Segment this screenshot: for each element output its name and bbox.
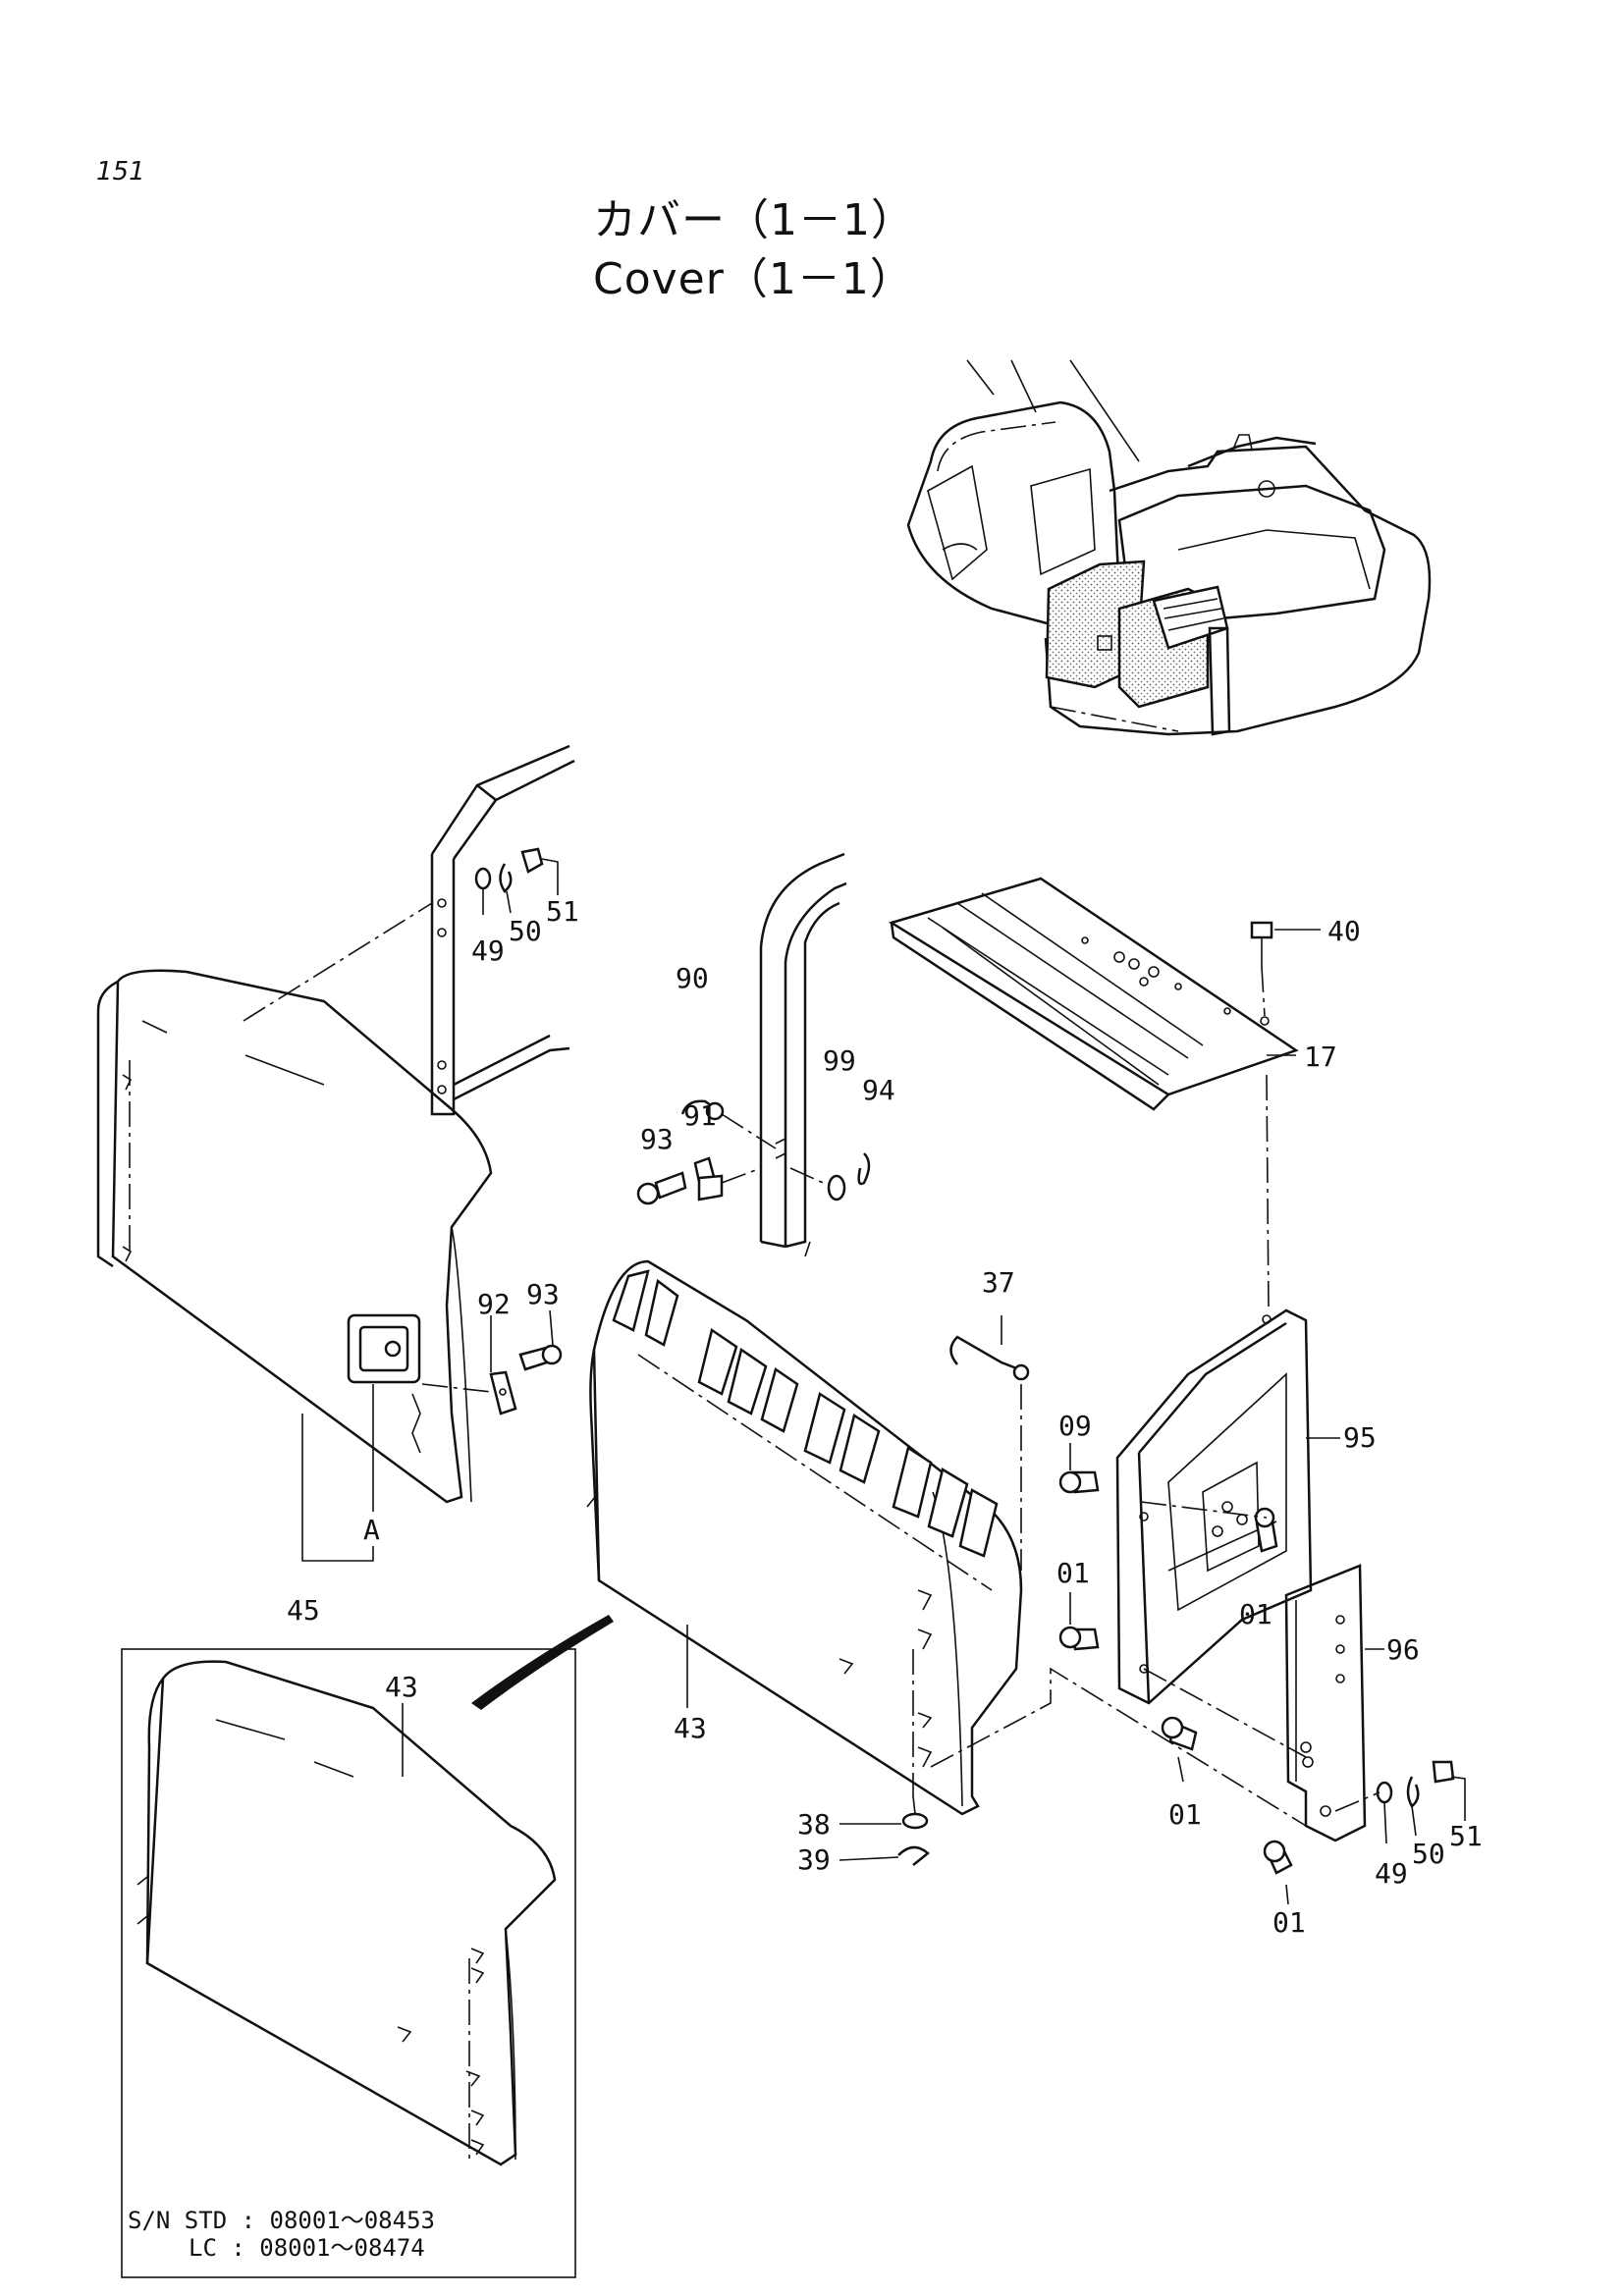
excavator-overview-illustration [906,359,1432,736]
callout-90: 90 [676,962,709,994]
callout-51-upper: 51 [546,895,579,928]
callout-95: 95 [1343,1421,1377,1454]
callout-93-lower: 93 [526,1278,560,1310]
title-japanese: カバー（1－1） [593,195,915,245]
page-number: 151 [96,157,145,187]
callout-93-upper: 93 [640,1123,674,1155]
callout-09: 09 [1058,1410,1092,1442]
callout-40: 40 [1327,915,1361,947]
door-45-illustration [96,969,563,1562]
callout-01-a: 01 [1056,1557,1090,1589]
callout-43: 43 [674,1712,707,1744]
callout-39: 39 [797,1843,831,1876]
callout-51-lower: 51 [1449,1820,1483,1852]
cover-43-illustration [586,1259,1307,1866]
callout-96: 96 [1386,1633,1420,1666]
callout-92: 92 [477,1288,511,1320]
callout-49-upper: 49 [471,934,505,967]
serial-number-lc: LC : 08001～08474 [189,2234,425,2262]
callout-labels: 51 50 49 40 17 90 99 94 91 93 93 92 37 0… [128,895,1483,2262]
callout-45: 45 [287,1594,320,1627]
callout-94: 94 [862,1074,895,1106]
bracket-95-96 [1058,1308,1466,1905]
callout-99: 99 [823,1044,856,1077]
callout-A: A [363,1514,380,1546]
inset-detail-box [121,1615,614,2278]
top-cover-plate [888,877,1321,1311]
callout-01-b: 01 [1239,1598,1272,1630]
callout-01-d: 01 [1272,1906,1306,1939]
serial-number-std: S/N STD : 08001～08453 [128,2207,435,2234]
callout-49-lower: 49 [1375,1857,1408,1890]
callout-91: 91 [683,1099,717,1132]
callout-43-inset: 43 [385,1671,418,1703]
title-english: Cover（1－1） [593,254,914,304]
callout-50-lower: 50 [1412,1838,1445,1870]
hinge-post [636,852,871,1257]
upper-frame-bracket [243,744,575,1116]
callout-37: 37 [982,1266,1015,1299]
callout-17: 17 [1304,1041,1337,1073]
callout-50-upper: 50 [509,915,542,947]
title-block: カバー（1－1） Cover（1－1） [593,191,915,309]
callout-38: 38 [797,1808,831,1841]
callout-01-c: 01 [1168,1798,1202,1831]
